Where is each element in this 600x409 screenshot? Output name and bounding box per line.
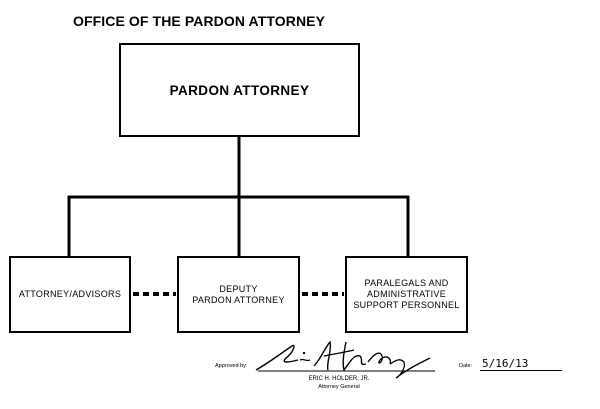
box-label-line: SUPPORT PERSONNEL [353, 300, 460, 310]
box-label: ATTORNEY/ADVISORS [18, 289, 122, 299]
date-value: 5/16/13 [480, 357, 562, 371]
box-paralegals-support: PARALEGALS AND ADMINISTRATIVE SUPPORT PE… [345, 256, 468, 333]
box-label-line: ADMINISTRATIVE [366, 289, 447, 299]
box-label-line: PARDON ATTORNEY [192, 294, 285, 305]
signer-name: ERIC H. HOLDER, JR. [308, 376, 370, 382]
signature-image [255, 340, 435, 379]
box-deputy-pardon-attorney: DEPUTY PARDON ATTORNEY [177, 256, 300, 333]
box-attorney-advisors: ATTORNEY/ADVISORS [9, 256, 131, 333]
box-pardon-attorney: PARDON ATTORNEY [119, 43, 360, 137]
approved-by-label: Approved by: [215, 363, 248, 369]
box-label: PARDON ATTORNEY [169, 82, 310, 98]
page-title: OFFICE OF THE PARDON ATTORNEY [73, 13, 326, 29]
box-label-line: PARALEGALS AND [364, 278, 449, 288]
date-label: Date: [459, 363, 473, 369]
box-label-line: DEPUTY [219, 283, 258, 294]
signer-title: Attorney General [318, 384, 360, 390]
